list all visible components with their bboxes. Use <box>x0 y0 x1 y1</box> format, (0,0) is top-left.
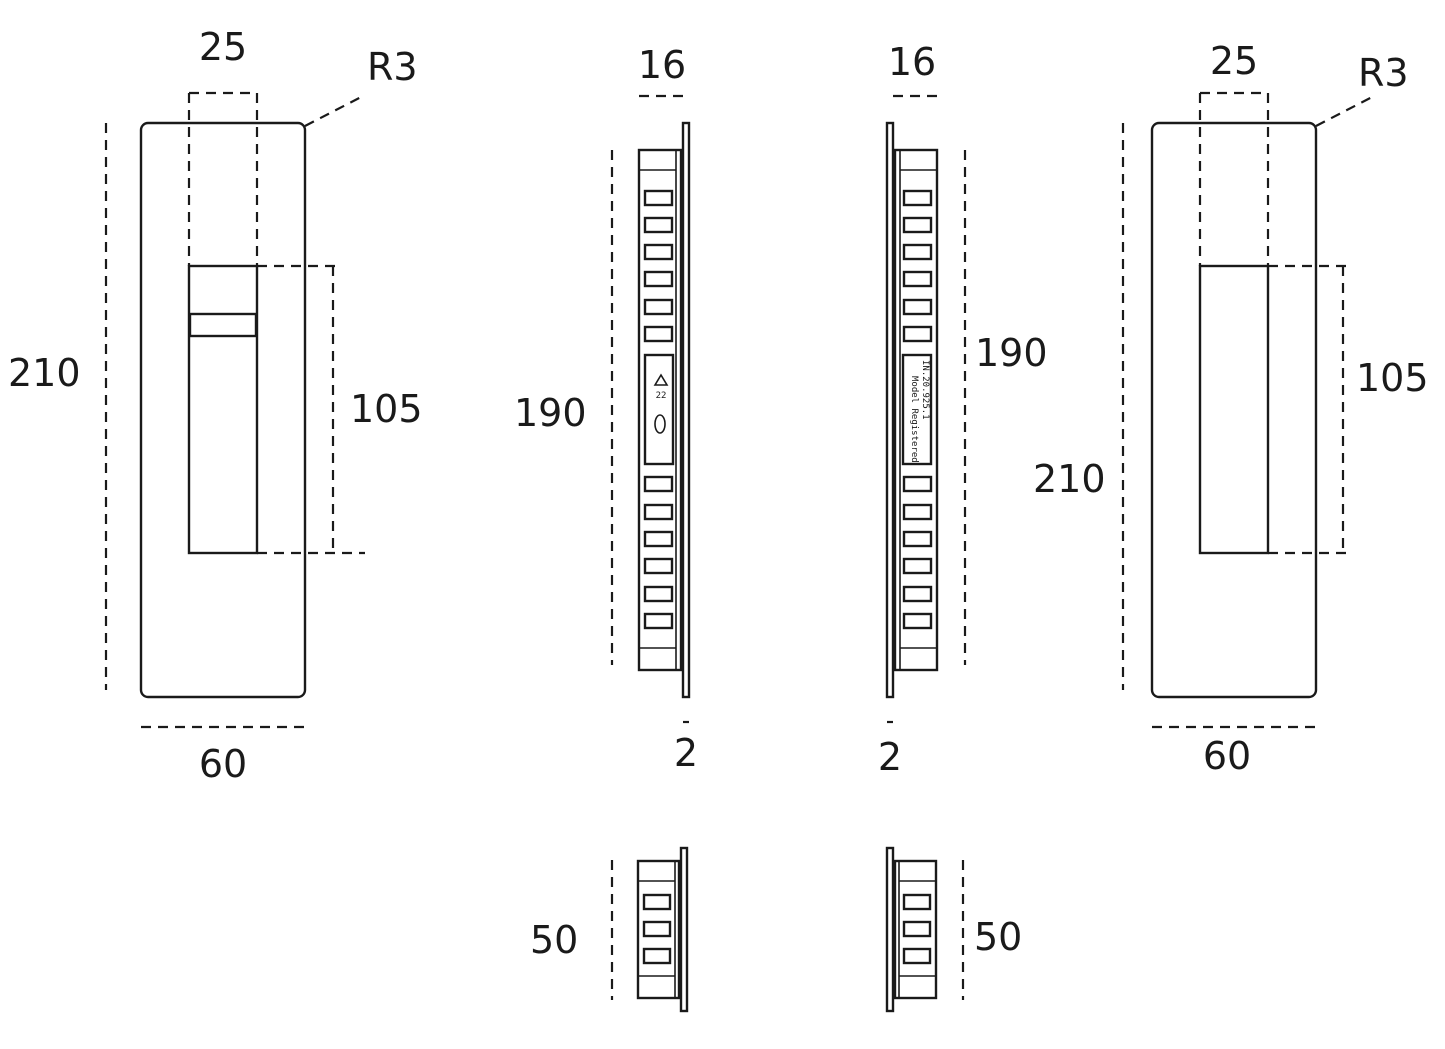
short-view-left: 50 <box>530 846 689 1013</box>
short-slot <box>902 893 932 911</box>
short-slot <box>642 893 672 911</box>
width-label: 60 <box>1203 734 1251 778</box>
short-cover-plate <box>885 846 895 1013</box>
slot <box>902 325 933 343</box>
length-label: 190 <box>514 391 587 435</box>
slot <box>643 585 674 603</box>
plate-outline <box>1150 121 1318 699</box>
short-length-label: 50 <box>974 915 1022 959</box>
material-mark-icon <box>654 414 666 434</box>
slot <box>643 189 674 207</box>
width-label: 60 <box>199 742 247 786</box>
slot <box>902 298 933 316</box>
recess-outline <box>187 264 259 555</box>
svg-text:22: 22 <box>656 391 667 401</box>
body <box>893 148 939 672</box>
plate-label: 2 <box>878 735 902 779</box>
cover-plate <box>885 121 895 699</box>
slot <box>643 270 674 288</box>
thickness-label: 16 <box>888 40 936 84</box>
label-line-2: Model Registered <box>909 376 919 463</box>
short-body <box>636 859 681 1000</box>
recycle-mark-icon: 22 <box>653 373 669 401</box>
slot <box>902 243 933 261</box>
slot <box>643 557 674 575</box>
slot <box>902 530 933 548</box>
short-slot <box>902 947 932 965</box>
slot <box>902 270 933 288</box>
short-cover-plate <box>679 846 689 1013</box>
slot <box>643 503 674 521</box>
short-slot <box>902 920 932 938</box>
radius-label: R3 <box>367 45 418 89</box>
radius-label: R3 <box>1358 51 1409 95</box>
slot <box>902 216 933 234</box>
slot <box>902 189 933 207</box>
slot <box>902 585 933 603</box>
side-slots <box>902 189 933 630</box>
finger-pull <box>188 312 258 338</box>
height-label: 210 <box>1033 457 1106 501</box>
slot-width-label: 25 <box>199 25 247 69</box>
slot-height-label: 105 <box>350 387 423 431</box>
slot <box>643 325 674 343</box>
slot-width-label: 25 <box>1210 39 1258 83</box>
label-plate <box>643 353 675 466</box>
slot <box>643 243 674 261</box>
slot <box>902 503 933 521</box>
short-slot <box>642 947 672 965</box>
slot <box>902 475 933 493</box>
short-body <box>893 859 938 1000</box>
side-slots <box>643 189 674 630</box>
short-view-right: 50 <box>885 846 1022 1013</box>
slot <box>902 557 933 575</box>
front-view-right: 25 R3 210 105 60 <box>1033 39 1429 778</box>
thickness-label: 16 <box>638 43 686 87</box>
radius-leader <box>1315 94 1377 127</box>
slot <box>643 612 674 630</box>
short-length-label: 50 <box>530 918 578 962</box>
front-view-left: 25 R3 210 105 60 <box>8 25 423 786</box>
short-slot <box>642 920 672 938</box>
side-view-right: IN.20.925.1 Model Registered 16 190 2 <box>878 40 1048 779</box>
plate-label: 2 <box>674 731 698 775</box>
recess-outline <box>1198 264 1270 555</box>
slot-height-label: 105 <box>1356 356 1429 400</box>
side-view-left: 22 16 190 2 <box>514 43 698 775</box>
slot <box>643 530 674 548</box>
slot <box>643 298 674 316</box>
plate-outline <box>139 121 307 699</box>
cover-plate <box>681 121 691 699</box>
slot <box>643 475 674 493</box>
label-line-1: IN.20.925.1 <box>920 360 930 420</box>
height-label: 210 <box>8 351 81 395</box>
slot <box>643 216 674 234</box>
body <box>637 148 683 672</box>
radius-leader <box>304 94 366 127</box>
label-plate <box>901 353 933 466</box>
length-label: 190 <box>975 331 1048 375</box>
slot <box>902 612 933 630</box>
